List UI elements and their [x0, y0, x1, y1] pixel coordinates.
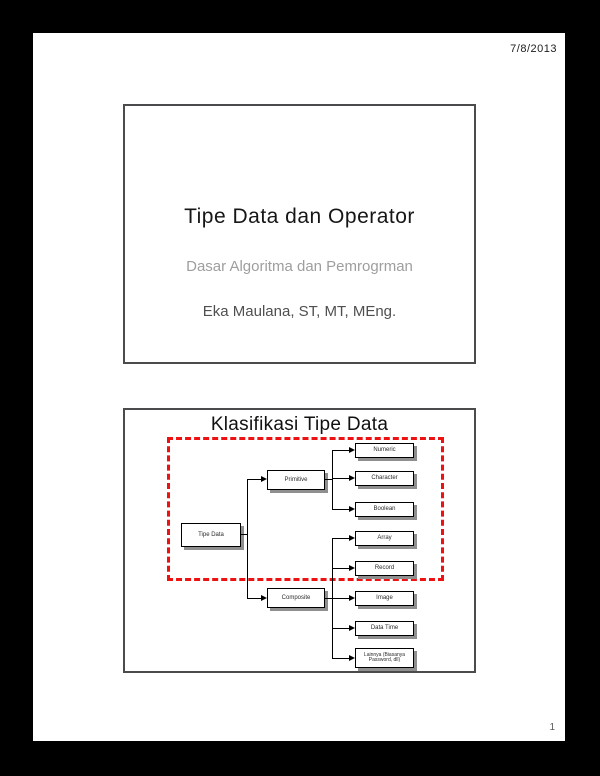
connector-line [332, 568, 349, 569]
arrowhead-icon [349, 447, 355, 453]
arrowhead-icon [349, 565, 355, 571]
node-other: Lainnya (Biasanya Password, dll) [355, 648, 414, 668]
arrowhead-icon [261, 476, 267, 482]
connector-line [247, 479, 261, 480]
connector-line [332, 450, 349, 451]
arrowhead-icon [349, 595, 355, 601]
connector-line [247, 598, 261, 599]
slide1-author: Eka Maulana, ST, MT, MEng. [202, 303, 397, 320]
arrowhead-icon [349, 535, 355, 541]
connector-line [241, 534, 247, 535]
page-number: 1 [549, 722, 555, 733]
connector-line [332, 598, 349, 599]
node-numeric: Numeric [355, 443, 414, 458]
node-other-label: Lainnya (Biasanya Password, dll) [363, 651, 406, 664]
connector-line [332, 450, 333, 510]
slide-1: Tipe Data dan Operator Dasar Algoritma d… [123, 104, 476, 364]
connector-line [332, 538, 349, 539]
node-record: Record [355, 561, 414, 576]
arrowhead-icon [349, 475, 355, 481]
arrowhead-icon [349, 506, 355, 512]
document-page: 7/8/2013 Tipe Data dan Operator Dasar Al… [33, 33, 565, 741]
arrowhead-icon [349, 655, 355, 661]
arrowhead-icon [349, 625, 355, 631]
highlight-dashed-box [167, 437, 444, 581]
connector-line [325, 479, 332, 480]
header-date: 7/8/2013 [510, 43, 557, 55]
node-primitive: Primitive [267, 470, 325, 490]
node-array: Array [355, 531, 414, 546]
node-tipe-data: Tipe Data [181, 523, 241, 547]
slide-2: Klasifikasi Tipe Data Tipe Data Primitiv… [123, 408, 476, 673]
slide2-title: Klasifikasi Tipe Data [210, 414, 389, 435]
node-composite: Composite [267, 588, 325, 608]
connector-line [332, 658, 349, 659]
slide1-subtitle: Dasar Algoritma dan Pemrogrman [186, 258, 413, 275]
arrowhead-icon [261, 595, 267, 601]
node-other-line1: Lainnya (Biasanya [363, 651, 406, 658]
connector-line [332, 478, 349, 479]
node-character: Character [355, 471, 414, 486]
slide1-title: Tipe Data dan Operator [184, 205, 415, 228]
node-other-line2: Password, dll) [368, 657, 401, 663]
connector-line [325, 598, 332, 599]
connector-line [247, 479, 248, 599]
connector-line [332, 509, 349, 510]
node-image: Image [355, 591, 414, 606]
connector-line [332, 628, 349, 629]
node-boolean: Boolean [355, 502, 414, 517]
node-data-time: Data Time [355, 621, 414, 636]
